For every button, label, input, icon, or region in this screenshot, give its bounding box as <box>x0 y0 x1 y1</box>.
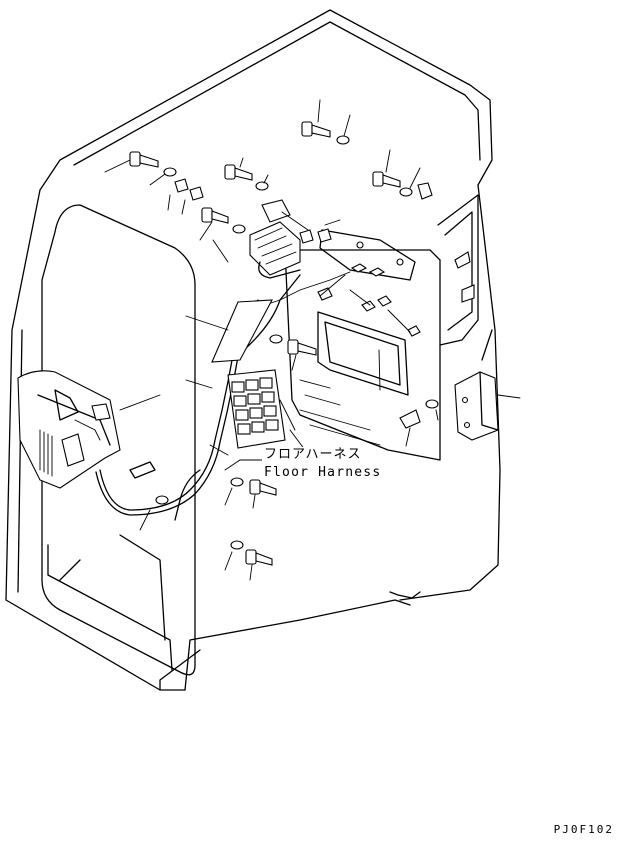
bolt-9 <box>224 540 273 581</box>
front-window <box>41 204 196 676</box>
bolts <box>104 99 439 581</box>
rear-panel <box>284 194 479 461</box>
bolt-8 <box>224 477 277 509</box>
cab-shell <box>5 9 501 691</box>
bolt-10 <box>139 495 169 531</box>
floor-harness-label-jp: フロアハーネス <box>262 447 364 462</box>
console-box <box>17 370 161 489</box>
bolt-5 <box>199 207 246 263</box>
bolt-6 <box>269 334 317 371</box>
harness-bracket <box>185 299 273 389</box>
relay-plate <box>317 229 421 337</box>
side-bracket <box>454 371 521 441</box>
bolt-2 <box>104 151 177 186</box>
connector-cluster <box>227 369 296 449</box>
drawing-code: PJ0F102 <box>553 823 614 836</box>
floor-harness-label-en: Floor Harness <box>262 465 384 480</box>
bolt-1 <box>301 99 351 145</box>
clips <box>167 178 341 244</box>
bolt-3 <box>224 157 269 191</box>
bolt-4 <box>372 149 433 200</box>
callout-leaders <box>209 429 306 471</box>
floor-harness <box>95 271 351 521</box>
module-box <box>249 199 301 279</box>
bolt-7 <box>399 399 439 447</box>
